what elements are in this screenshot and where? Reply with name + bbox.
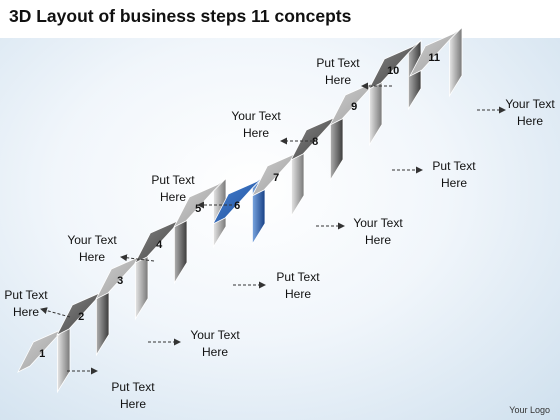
step-label-line-1: Your Text <box>67 233 117 247</box>
step-label-line-2: Here <box>159 190 186 204</box>
step-number-11: 11 <box>428 52 440 64</box>
step-label-line-2: Here <box>242 126 269 140</box>
step-leader-arrow-4 <box>120 254 155 262</box>
step-number-3: 3 <box>117 275 123 287</box>
step-label-line-1: Put Text <box>276 270 320 284</box>
title-band <box>0 0 560 38</box>
step-number-7: 7 <box>273 172 279 184</box>
step-label-line-1: Your Text <box>505 97 555 111</box>
step-label-line-1: Put Text <box>316 56 360 70</box>
chevron-top-face-10 <box>368 40 422 90</box>
step-label-line-2: Here <box>516 114 543 128</box>
step-label-line-1: Put Text <box>432 159 476 173</box>
step-label-line-2: Here <box>440 176 467 190</box>
step-label-line-1: Put Text <box>111 380 155 394</box>
step-label-line-1: Your Text <box>231 109 281 123</box>
step-number-8: 8 <box>312 136 318 148</box>
step-chevron-10: 10 <box>368 39 422 111</box>
step-leader-arrow-2 <box>40 307 71 318</box>
chevron-top-face-11 <box>409 27 463 77</box>
step-label-line-1: Put Text <box>151 173 195 187</box>
step-number-5: 5 <box>195 203 201 215</box>
step-number-2: 2 <box>78 311 84 323</box>
step-number-6: 6 <box>234 200 240 212</box>
step-label-line-1: Put Text <box>4 288 48 302</box>
step-label-line-2: Here <box>119 397 146 411</box>
step-number-4: 4 <box>156 239 163 251</box>
step-label-line-2: Here <box>12 305 39 319</box>
slide-title: 3D Layout of business steps 11 concepts <box>9 6 352 26</box>
step-label-line-2: Here <box>78 250 105 264</box>
step-chevron-11: 11 <box>409 26 463 98</box>
step-chevron-8: 8 <box>290 110 344 182</box>
step-label-line-1: Your Text <box>190 328 240 342</box>
step-chevron-1: 1 <box>17 322 71 394</box>
step-label-line-2: Here <box>284 287 311 301</box>
step-number-9: 9 <box>351 101 357 113</box>
step-label-line-2: Here <box>201 345 228 359</box>
step-number-1: 1 <box>39 348 45 360</box>
step-label-line-1: Your Text <box>353 216 403 230</box>
logo-text: Your Logo <box>509 405 550 415</box>
step-label-line-2: Here <box>324 73 351 87</box>
step-label-line-2: Here <box>364 233 391 247</box>
step-number-10: 10 <box>387 65 399 77</box>
